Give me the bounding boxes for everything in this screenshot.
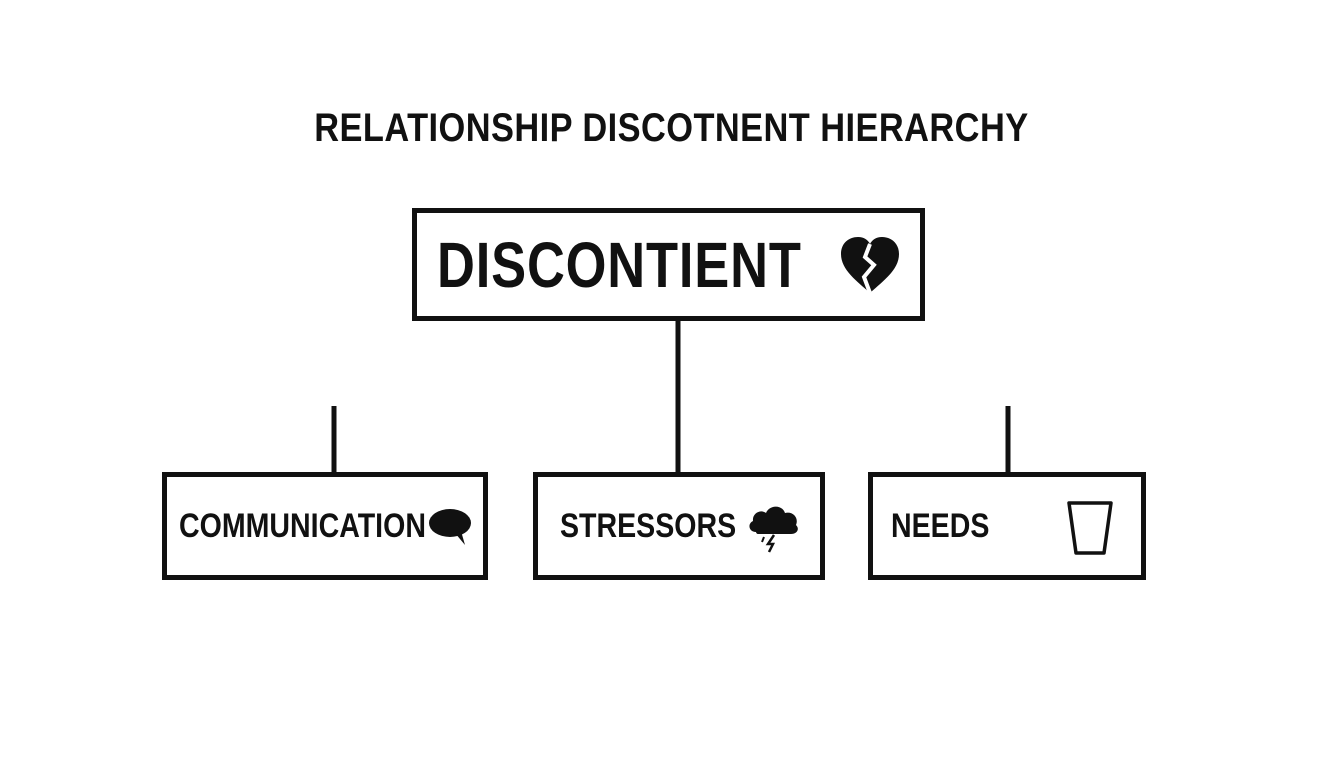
broken-heart-icon [841, 237, 899, 294]
speech-bubble-icon [429, 509, 471, 545]
empty-cup-icon [1067, 501, 1113, 555]
needs-node-label: NEEDS [891, 506, 990, 545]
stressors-node: STRESSORS [533, 472, 825, 580]
needs-node: NEEDS [868, 472, 1146, 580]
root-node: DISCONTIENT [412, 208, 925, 321]
storm-cloud-icon [749, 506, 798, 553]
diagram-title: RELATIONSHIP DISCOTNENT HIERARCHY [314, 106, 1029, 150]
communication-node: COMMUNICATION [162, 472, 488, 580]
communication-node-label: COMMUNICATION [179, 506, 426, 545]
root-node-label: DISCONTIENT [437, 228, 802, 301]
stressors-node-label: STRESSORS [560, 506, 737, 545]
